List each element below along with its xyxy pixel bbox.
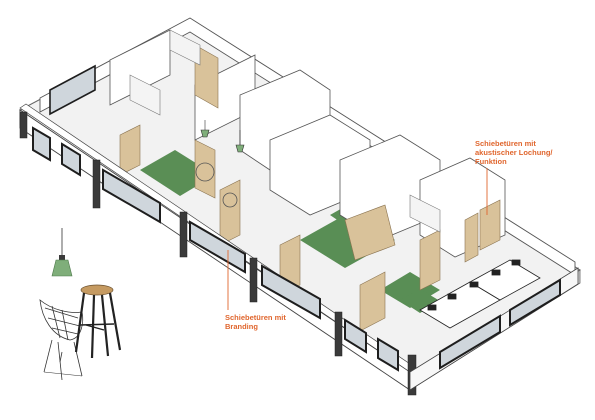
desk-cluster	[419, 259, 541, 329]
front-windows	[32, 126, 399, 372]
back-windows	[49, 64, 96, 116]
right-windows	[439, 278, 561, 370]
wood-sliding-doors	[119, 44, 501, 332]
acoustic-sliding-doors-annotation: Schiebetüren mit akustischer Lochung/ Fu…	[475, 139, 553, 166]
branding-disks	[195, 162, 238, 208]
branding-sliding-doors-annotation: Schiebetüren mit Branding	[225, 313, 286, 331]
bar-stool-icon	[74, 284, 122, 359]
wire-chair-icon	[39, 299, 84, 381]
hanging-lamp-icon	[51, 228, 73, 277]
interior-lamps	[200, 120, 245, 153]
shelving-units	[129, 29, 441, 233]
